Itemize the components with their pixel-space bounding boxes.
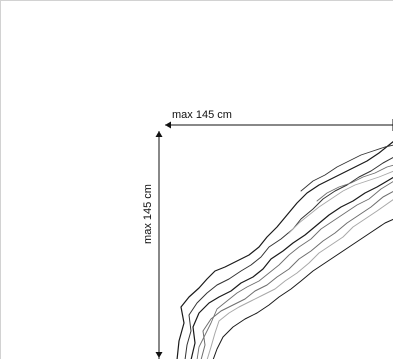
strand <box>200 190 393 359</box>
width-dimension-label: max 145 cm <box>172 109 232 121</box>
height-dimension-line <box>155 131 163 359</box>
height-arrow-top <box>155 131 163 137</box>
strand <box>190 176 393 359</box>
height-arrow-bottom <box>155 352 163 358</box>
strand <box>196 181 393 359</box>
strand <box>206 199 393 359</box>
strand <box>300 144 393 192</box>
width-dimension-line <box>165 119 393 131</box>
strand <box>288 170 393 234</box>
width-arrow-left <box>165 121 171 129</box>
height-dimension-label: max 145 cm <box>142 184 154 244</box>
strand <box>176 141 393 359</box>
strand <box>184 156 393 359</box>
strand <box>316 164 393 202</box>
wavy-strands-illustration <box>176 141 393 359</box>
strand <box>212 218 393 359</box>
